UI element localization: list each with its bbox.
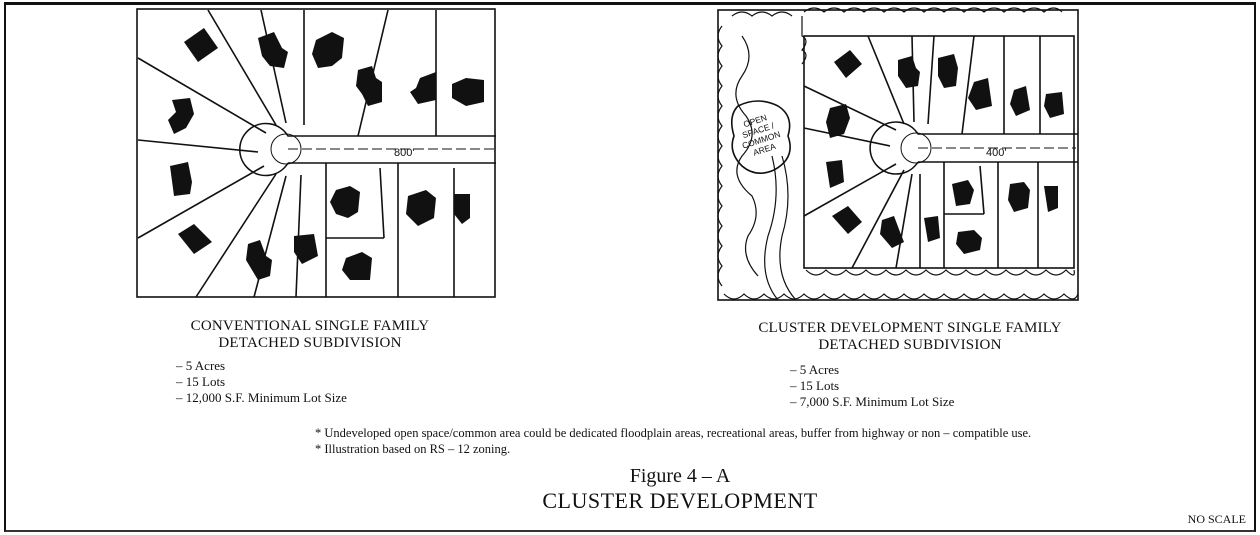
figure-title: CLUSTER DEVELOPMENT bbox=[542, 488, 818, 513]
cluster-site-plan: 400' OPEN SPACE / COMMON AREA bbox=[712, 6, 1084, 306]
road-length-label: 400' bbox=[986, 147, 1006, 159]
conventional-caption-line2: DETACHED SUBDIVISION bbox=[218, 335, 402, 351]
conventional-caption: CONVENTIONAL SINGLE FAMILY DETACHED SUBD… bbox=[160, 318, 460, 352]
road-length-label: 800' bbox=[394, 147, 414, 159]
figure-caption: Figure 4 – A CLUSTER DEVELOPMENT bbox=[430, 464, 930, 514]
cluster-caption-line2: DETACHED SUBDIVISION bbox=[818, 337, 1002, 353]
stat-min-lot-size: – 12,000 S.F. Minimum Lot Size bbox=[176, 390, 347, 405]
conventional-site-plan: 800' bbox=[136, 8, 498, 300]
stat-lots: – 15 Lots bbox=[790, 378, 840, 393]
scale-note: NO SCALE bbox=[1187, 512, 1246, 526]
footnote: * Undeveloped open space/common area cou… bbox=[315, 426, 1032, 440]
stat-min-lot-size: – 7,000 S.F. Minimum Lot Size bbox=[790, 394, 955, 409]
footnotes: * Undeveloped open space/common area cou… bbox=[315, 425, 1075, 457]
cluster-caption-line1: CLUSTER DEVELOPMENT SINGLE FAMILY bbox=[758, 320, 1062, 336]
stat-acres: – 5 Acres bbox=[790, 362, 840, 377]
footnote: * Illustration based on RS – 12 zoning. bbox=[315, 442, 511, 456]
figure-number: Figure 4 – A bbox=[629, 465, 731, 487]
conventional-stats: – 5 Acres – 15 Lots – 12,000 S.F. Minimu… bbox=[176, 358, 347, 406]
stat-acres: – 5 Acres bbox=[176, 358, 226, 373]
conventional-caption-line1: CONVENTIONAL SINGLE FAMILY bbox=[190, 318, 430, 334]
cluster-caption: CLUSTER DEVELOPMENT SINGLE FAMILY DETACH… bbox=[730, 320, 1090, 354]
open-space-label: OPEN SPACE / COMMON AREA bbox=[741, 112, 782, 157]
cluster-stats: – 5 Acres – 15 Lots – 7,000 S.F. Minimum… bbox=[790, 362, 954, 410]
page-frame bbox=[4, 2, 1256, 532]
stat-lots: – 15 Lots bbox=[176, 374, 226, 389]
